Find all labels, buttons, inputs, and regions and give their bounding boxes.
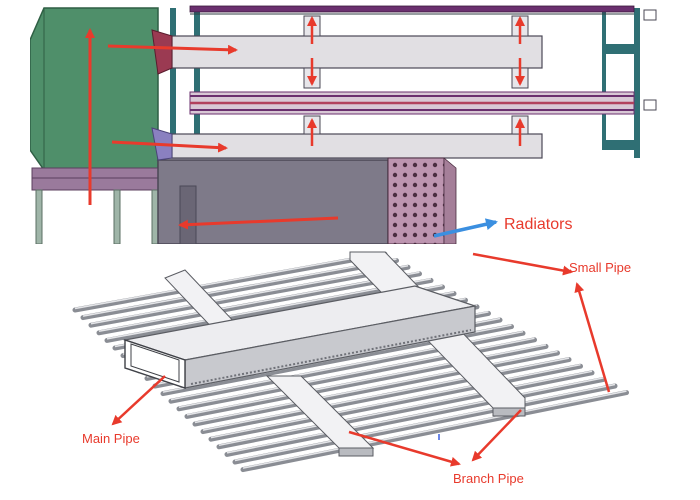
small-pipe-highlight [210, 363, 581, 439]
small-pipe [240, 390, 629, 473]
small-pipe [80, 258, 399, 321]
small-pipe [224, 376, 606, 457]
small-pipe [88, 264, 411, 328]
small-pipe-highlight [226, 377, 604, 454]
small-pipe [200, 357, 572, 435]
small-pipe-highlight [202, 357, 570, 431]
radiators-pointer-arrow [433, 218, 498, 238]
upper-duct-inlet [151, 29, 173, 75]
duct-base-frame [31, 167, 179, 191]
small-pipe-highlight [186, 344, 547, 416]
small-pipe-highlight [82, 258, 397, 317]
branch-pipe-pointer-right [471, 409, 522, 462]
small-pipe-label: Small Pipe [569, 260, 631, 275]
small-pipe [104, 277, 434, 343]
pipe-assembly-3d-view: Small Pipe Main Pipe Branch Pipe [55, 248, 645, 494]
small-pipe-highlight [218, 370, 593, 447]
main-pipe [122, 285, 478, 389]
branch-pipe-pointer-left [348, 430, 461, 467]
small-pipe-highlight [106, 278, 432, 340]
small-pipe [96, 271, 422, 336]
small-pipe-highlight [234, 383, 616, 462]
small-pipe-pointer-top [472, 252, 573, 276]
top-rail [189, 5, 635, 13]
airflow-arrow-lower-duct [111, 140, 228, 153]
upper-horizontal-duct [171, 35, 543, 69]
small-pipe-highlight [98, 271, 420, 333]
frame-post-right [634, 8, 640, 158]
small-pipe [216, 370, 595, 450]
small-pipe [72, 251, 388, 313]
branch-pipe-lower [265, 375, 375, 457]
small-pipe-highlight [90, 264, 409, 325]
small-pipe [192, 350, 560, 427]
frame-post-left [170, 8, 176, 158]
airflow-arrow-casing [178, 216, 339, 230]
lower-horizontal-duct [171, 133, 543, 159]
main-pipe-pointer [111, 375, 166, 426]
green-vertical-duct [30, 7, 159, 171]
small-pipe [208, 363, 583, 442]
small-pipe [232, 383, 618, 465]
airflow-arrow-upper-duct [107, 44, 238, 55]
small-pipe-highlight [242, 390, 627, 469]
radiators-label: Radiators [504, 216, 572, 233]
duct-cross-section-view: Radiators [30, 0, 672, 244]
small-pipe-highlight [74, 251, 386, 310]
small-pipe-pointer-side [574, 282, 611, 393]
radiator-block [387, 157, 445, 244]
main-pipe-label: Main Pipe [82, 431, 140, 446]
small-pipe-highlight [194, 350, 558, 424]
branch-pipe-label: Branch Pipe [453, 471, 524, 486]
